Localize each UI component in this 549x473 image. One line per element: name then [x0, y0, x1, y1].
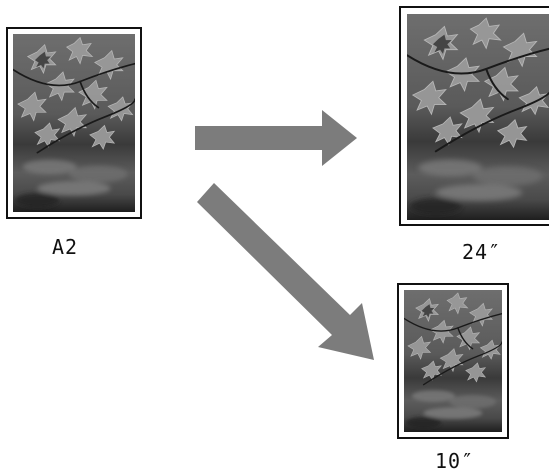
diagonal-arrow-icon	[197, 183, 374, 360]
source-photo-a2	[6, 27, 142, 219]
source-size-label: A2	[52, 235, 79, 259]
target-photo-10in	[397, 283, 509, 439]
target-size-label-24: 24″	[462, 240, 502, 264]
target-size-label-10: 10″	[435, 449, 475, 473]
right-arrow-icon	[195, 110, 357, 166]
target-photo-24in	[399, 6, 549, 226]
